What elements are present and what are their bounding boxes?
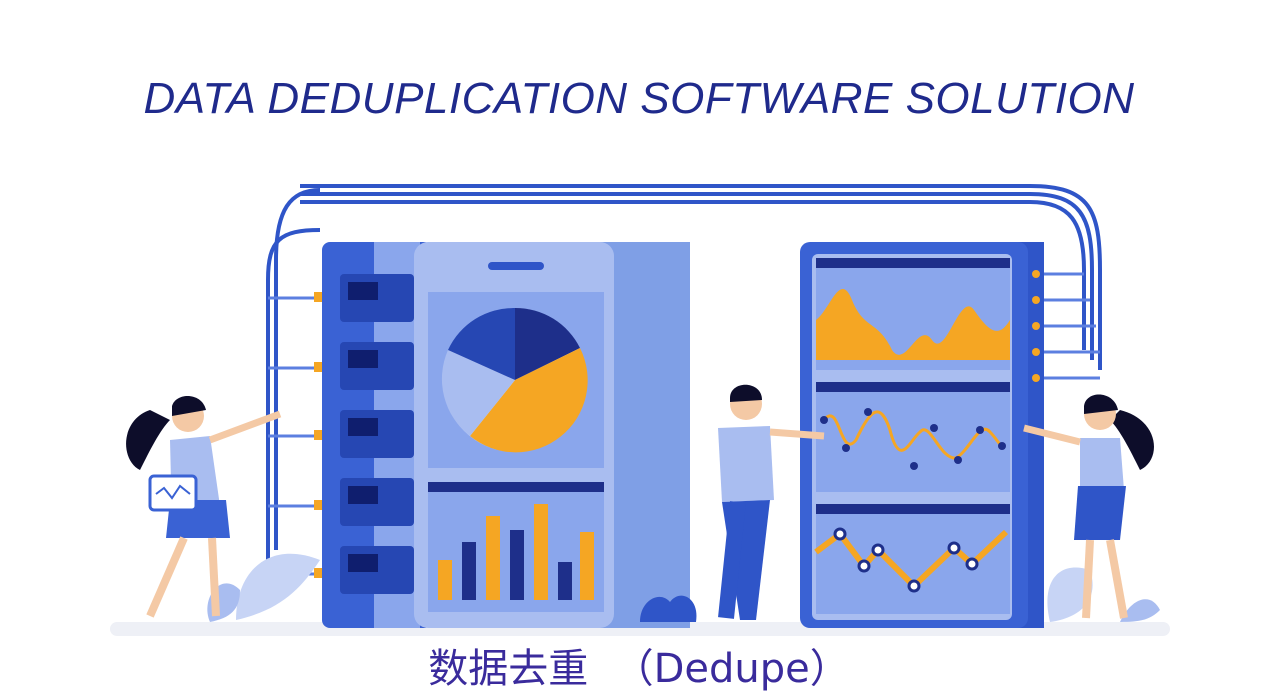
plant-left xyxy=(207,553,320,622)
caption: 数据去重 （Dedupe） xyxy=(428,646,850,692)
monitor-panel xyxy=(800,242,1044,628)
woman-right-figure xyxy=(1023,394,1154,619)
cables xyxy=(266,184,1102,580)
cables-right xyxy=(1040,272,1100,380)
area-chart-icon xyxy=(816,289,1010,360)
dedupe-illustration xyxy=(110,184,1170,636)
server-rack-icon xyxy=(314,242,432,628)
woman-left-figure xyxy=(126,395,282,618)
tablet-panel xyxy=(414,242,690,628)
plant-center xyxy=(640,595,697,622)
man-center-figure xyxy=(718,384,825,620)
wave-chart-icon xyxy=(820,408,1006,470)
pie-chart-icon xyxy=(441,307,588,453)
plant-right xyxy=(1047,567,1160,622)
bar-chart-icon xyxy=(438,504,594,600)
page-title: DATA DEDUPLICATION SOFTWARE SOLUTION xyxy=(143,74,1135,123)
trend-chart-icon xyxy=(814,527,1009,593)
